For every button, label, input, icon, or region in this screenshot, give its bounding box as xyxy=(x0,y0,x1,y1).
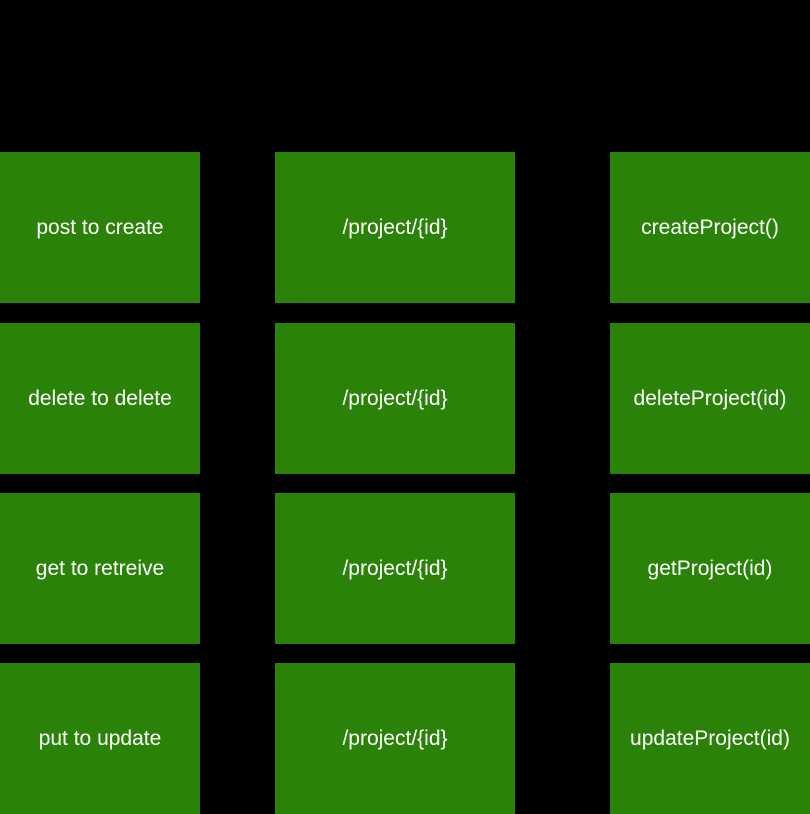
box-post-method: post to create xyxy=(0,152,200,303)
box-get-endpoint: /project/{id} xyxy=(275,493,515,644)
box-create-call: createProject() xyxy=(610,152,810,303)
header-area xyxy=(0,0,810,152)
box-put-method: put to update xyxy=(0,663,200,814)
box-put-endpoint: /project/{id} xyxy=(275,663,515,814)
box-update-call: updateProject(id) xyxy=(610,663,810,814)
box-delete-call: deleteProject(id) xyxy=(610,323,810,474)
box-get-call: getProject(id) xyxy=(610,493,810,644)
box-delete-endpoint: /project/{id} xyxy=(275,323,515,474)
box-post-endpoint: /project/{id} xyxy=(275,152,515,303)
box-delete-method: delete to delete xyxy=(0,323,200,474)
box-get-method: get to retreive xyxy=(0,493,200,644)
